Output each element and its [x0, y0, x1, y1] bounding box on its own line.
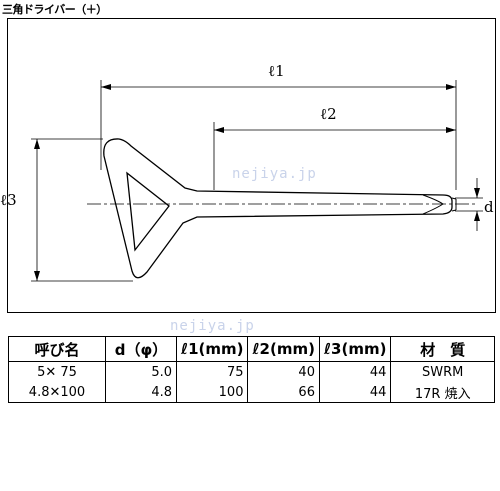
page-title: 三角ドライバー（＋）: [2, 3, 107, 16]
cell-material: 17R 焼入: [390, 382, 495, 403]
drawing-frame: [7, 18, 496, 313]
header-l1: ℓ1(mm): [175, 336, 248, 362]
arrow-l2-left: [214, 127, 224, 133]
dim-label-l3: ℓ3: [0, 191, 17, 209]
handle-inner-outline: [126, 171, 170, 252]
cell-d: 4.8: [105, 382, 177, 403]
table-row: 4.8✕100 4.8 100 66 44 17R 焼入: [9, 382, 495, 403]
table-header-row: 呼び名 d（φ） ℓ1(mm) ℓ2(mm) ℓ3(mm) 材 質: [8, 336, 495, 362]
arrow-l3-top: [34, 139, 40, 149]
table-row: 5✕ 75 5.0 75 40 44 SWRM: [9, 361, 495, 382]
watermark: nejiya.jp: [170, 318, 255, 334]
cell-l2: 40: [247, 361, 320, 382]
watermark: nejiya.jp: [232, 166, 317, 182]
cell-nominal: 5✕ 75: [37, 364, 77, 380]
technical-drawing: [31, 80, 483, 282]
dim-label-d: d: [484, 198, 494, 216]
dim-label-l1: ℓ1: [268, 62, 285, 80]
header-d: d（φ）: [105, 336, 177, 362]
arrow-d-top: [474, 188, 480, 198]
arrow-l2-right: [446, 127, 456, 133]
cell-l3: 44: [318, 382, 391, 403]
tip-outline: [422, 194, 444, 215]
cell-nominal: 4.8✕100: [28, 384, 86, 400]
cell-l2: 66: [247, 382, 320, 403]
header-nominal: 呼び名: [8, 336, 106, 362]
cell-material: SWRM: [390, 361, 495, 382]
cell-l1: 100: [175, 382, 248, 403]
arrow-l1-right: [446, 84, 456, 90]
tip-end: [451, 197, 457, 200]
arrow-l1-left: [101, 84, 111, 90]
dim-label-l2: ℓ2: [320, 105, 337, 123]
header-material: 材 質: [390, 336, 495, 362]
header-l3: ℓ3(mm): [318, 336, 391, 362]
cell-d: 5.0: [105, 361, 177, 382]
cell-l3: 44: [318, 361, 391, 382]
arrow-l3-bottom: [34, 271, 40, 281]
header-l2: ℓ2(mm): [247, 336, 320, 362]
handle-outer-outline: [103, 138, 453, 279]
tip-end-2: [451, 209, 457, 212]
arrow-d-bottom: [474, 211, 480, 221]
spec-table: 呼び名 d（φ） ℓ1(mm) ℓ2(mm) ℓ3(mm) 材 質 5✕ 75 …: [8, 336, 495, 403]
cell-l1: 75: [175, 361, 248, 382]
